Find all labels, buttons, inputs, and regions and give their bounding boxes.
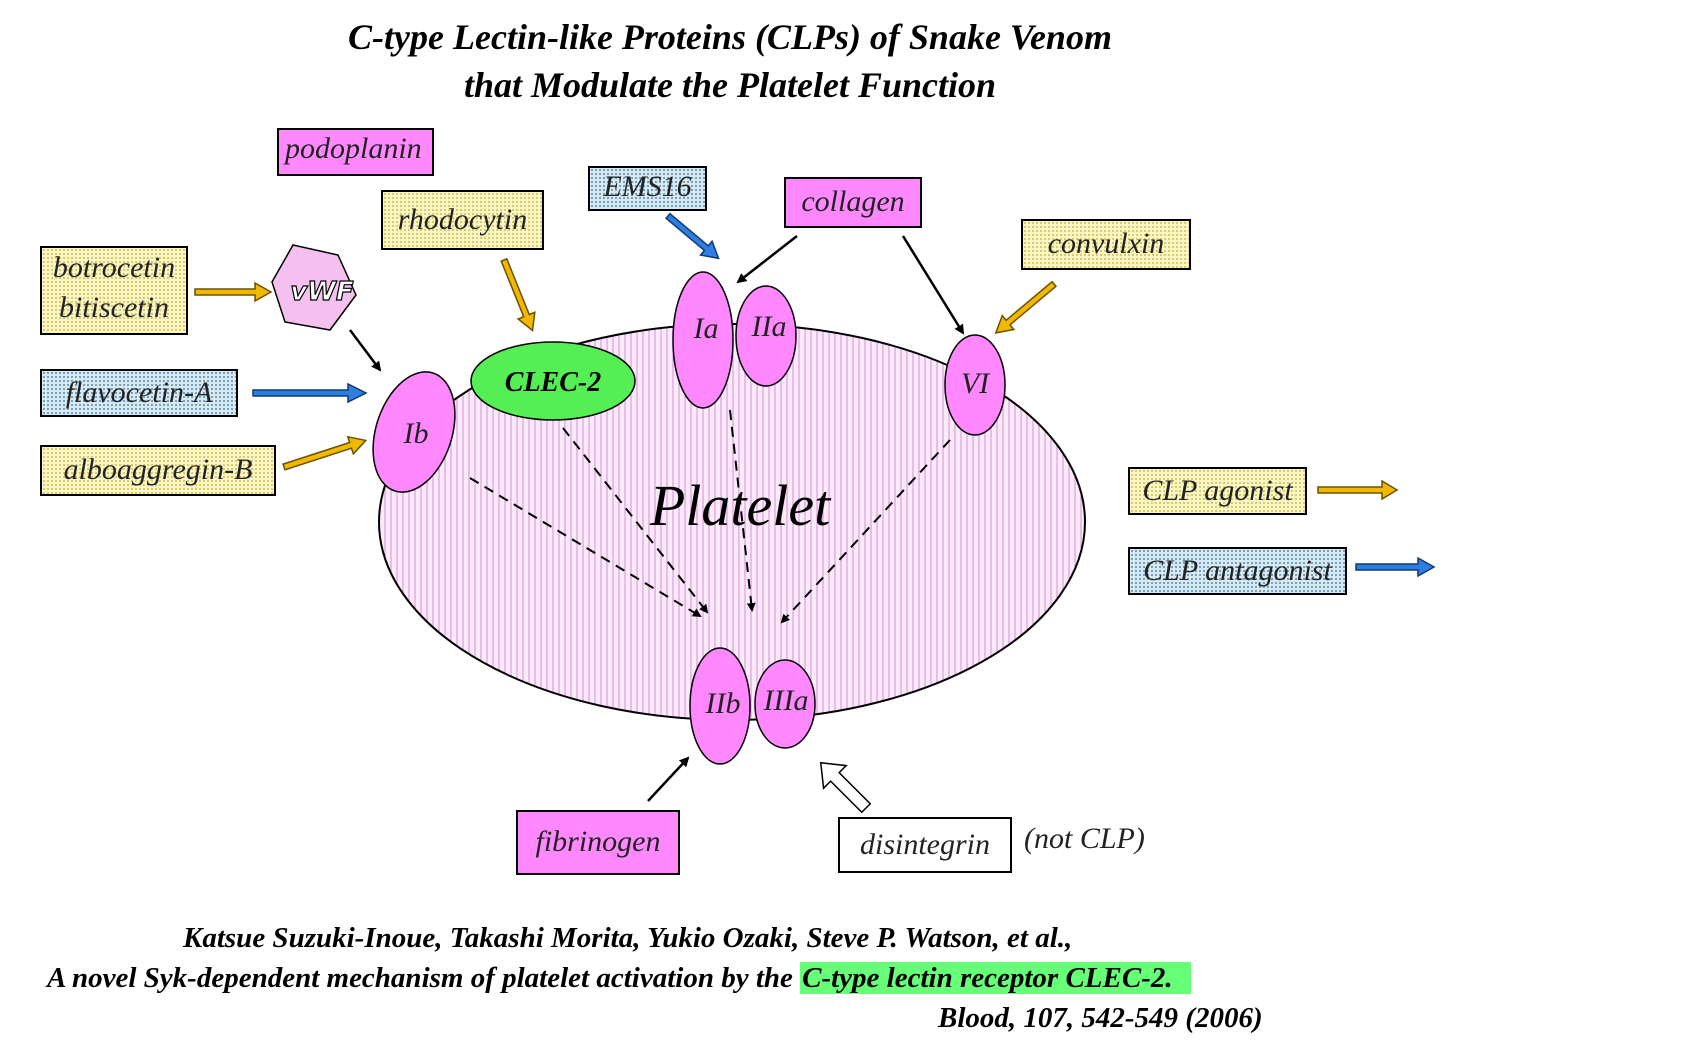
box-alboaggregin: alboaggregin-B: [40, 445, 276, 496]
title-line-1: C-type Lectin-like Proteins (CLPs) of Sn…: [348, 17, 1112, 57]
receptor-ia-label: Ia: [693, 312, 719, 345]
legend-antagonist-arrow: [1355, 556, 1436, 578]
signal-arrow-clec2: [562, 427, 709, 614]
label-botrocetin: botrocetin: [52, 251, 176, 284]
arrow-vwf-to-ib: [349, 329, 382, 372]
signal-arrow-ib: [469, 477, 702, 618]
receptor-ib-label: Ib: [403, 417, 429, 450]
vwf-hexagon: [271, 244, 357, 331]
box-fibrinogen: fibrinogen: [516, 810, 680, 875]
box-podoplanin: podoplanin: [277, 128, 434, 176]
receptor-ib: [372, 371, 456, 493]
agonist-arrow-rhodocytin: [500, 257, 536, 332]
citation-title: A novel Syk-dependent mechanism of plate…: [47, 962, 1191, 995]
legend-antagonist-box: CLP antagonist: [1128, 547, 1347, 595]
arrow-collagen-to-vi: [901, 235, 965, 335]
receptor-vi-label: VI: [961, 367, 991, 400]
receptor-iia-label: IIa: [751, 310, 787, 343]
vwf-label: vWF: [290, 277, 354, 307]
receptor-clec2: [470, 341, 636, 421]
receptor-iib-label: IIb: [705, 687, 741, 720]
arrow-collagen-to-iia: [736, 235, 798, 284]
legend-agonist-box: CLP agonist: [1128, 467, 1307, 515]
agonist-arrow-convulxin: [994, 280, 1057, 334]
receptor-iib: [689, 647, 751, 765]
box-collagen: collagen: [784, 177, 922, 228]
citation-title-highlight: C-type lectin receptor CLEC-2.: [800, 962, 1191, 994]
antagonist-arrow-flavocetin: [252, 382, 368, 404]
box-disintegrin: disintegrin: [838, 817, 1012, 873]
legend-agonist-arrow: [1317, 479, 1399, 501]
agonist-arrow-botrocetin: [194, 281, 273, 303]
receptor-iiia: [754, 659, 816, 749]
agonist-arrow-alboaggregin: [282, 435, 368, 471]
antagonist-arrow-ems16: [665, 212, 720, 260]
receptor-ia: [672, 271, 734, 409]
box-botrocetin-bitiscetin: botrocetin bitiscetin: [40, 246, 188, 335]
citation-journal: Blood, 107, 542-549 (2006): [938, 1002, 1263, 1034]
arrow-fibrinogen-to-iib: [647, 756, 690, 802]
title-line-2: that Modulate the Platelet Function: [463, 65, 997, 105]
signal-arrow-vi: [780, 439, 951, 624]
box-convulxin: convulxin: [1021, 219, 1191, 270]
note-not-clp: (not CLP): [1024, 822, 1145, 855]
hollow-arrow-disintegrin: [819, 761, 872, 814]
receptor-vi: [944, 334, 1006, 436]
box-flavocetin: flavocetin-A: [40, 369, 238, 417]
citation-authors: Katsue Suzuki-Inoue, Takashi Morita, Yuk…: [183, 922, 1073, 954]
platelet-label: Platelet: [649, 473, 832, 538]
box-rhodocytin: rhodocytin: [381, 190, 544, 250]
box-ems16: EMS16: [588, 166, 707, 211]
receptor-iia: [735, 285, 797, 387]
receptor-clec2-label: CLEC-2: [505, 367, 601, 398]
label-bitiscetin: bitiscetin: [59, 291, 169, 324]
citation-title-prefix: A novel Syk-dependent mechanism of plate…: [47, 962, 801, 994]
receptor-iiia-label: IIIa: [763, 684, 809, 717]
